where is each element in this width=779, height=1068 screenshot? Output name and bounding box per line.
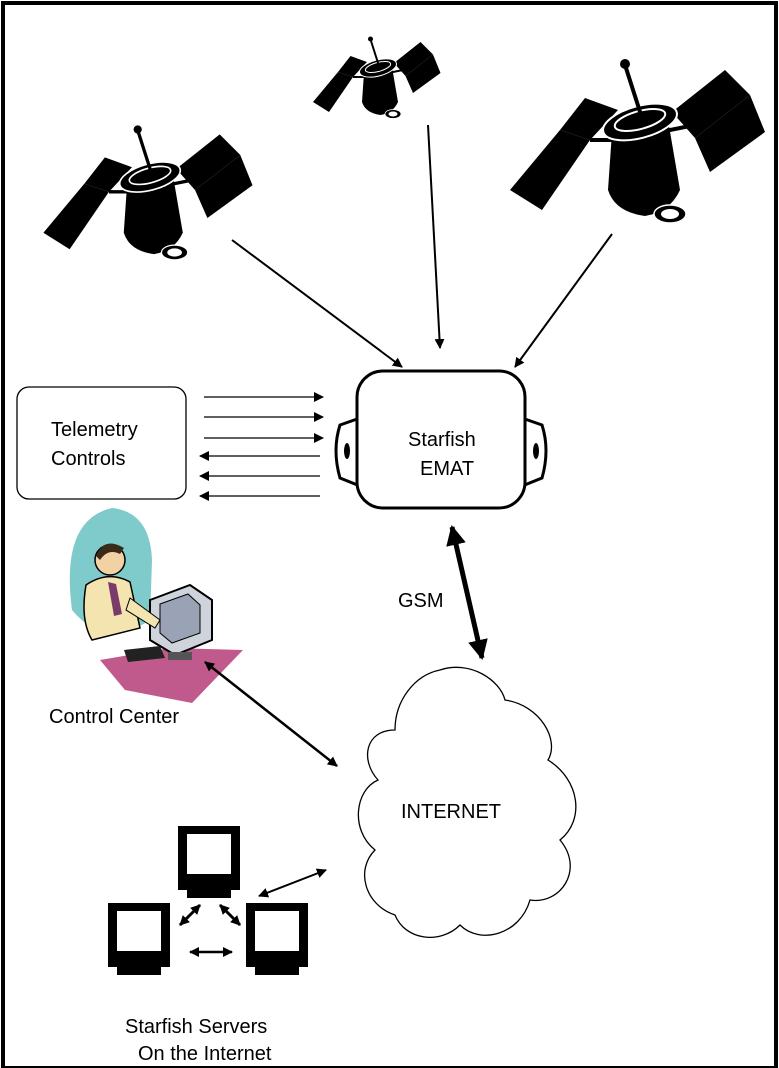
satellite-icon — [41, 123, 255, 262]
telemetry-label-line2: Controls — [51, 448, 125, 470]
satellite-icon — [312, 35, 442, 120]
servers-label-line1: Starfish Servers — [125, 1016, 267, 1038]
downlink-arrow — [514, 233, 613, 368]
telemetry-label-line1: Telemetry — [51, 419, 138, 441]
computer-terminal-icon — [178, 826, 240, 898]
telemetry-controls-box: Telemetry Controls — [16, 386, 187, 500]
control-center-label: Control Center — [49, 706, 179, 728]
satellite-icon — [508, 57, 767, 225]
computer-terminal-icon — [108, 903, 170, 975]
downlink-arrow — [231, 239, 403, 368]
downlink-arrow — [427, 124, 445, 349]
computer-terminal-icon — [246, 903, 308, 975]
operator-at-computer-icon — [69, 508, 243, 703]
servers-label-line2: On the Internet — [138, 1043, 272, 1065]
emat-label-line2: EMAT — [420, 458, 474, 480]
control-center-internet-arrow — [204, 661, 338, 767]
emat-label-line1: Starfish — [408, 429, 476, 451]
starfish-emat-device: Starfish EMAT — [334, 369, 548, 510]
gsm-label: GSM — [398, 590, 444, 612]
gsm-link-arrow — [446, 525, 488, 660]
server-link-arrow — [178, 903, 202, 927]
servers-internet-arrow — [258, 868, 327, 898]
server-link-arrow — [218, 903, 242, 927]
internet-label: INTERNET — [401, 801, 501, 823]
internet-cloud: INTERNET — [357, 666, 577, 938]
